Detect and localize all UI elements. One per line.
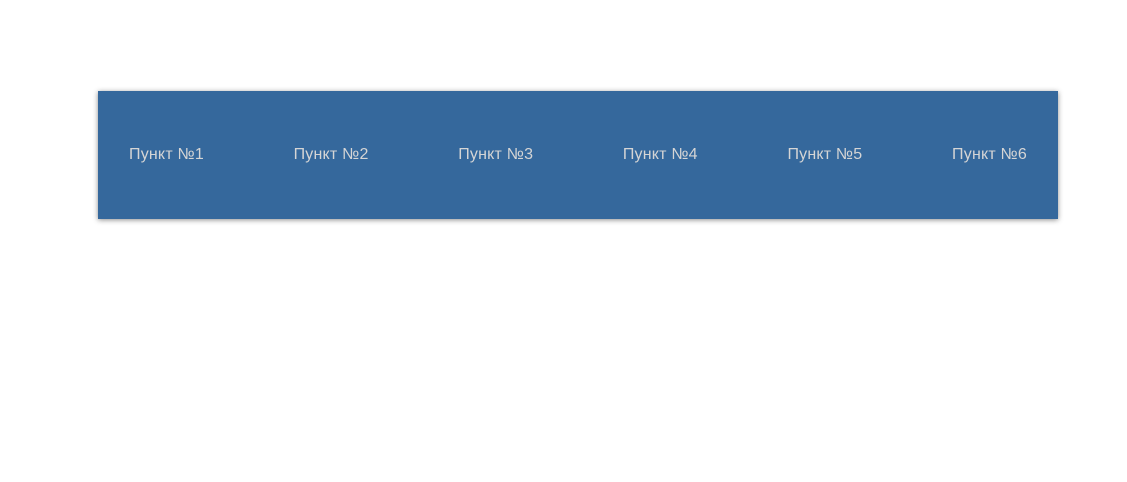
menu-item-3[interactable]: Пункт №3: [458, 146, 534, 163]
menu-list: Пункт №1 Пункт №2 Пункт №3 Пункт №4 Пунк…: [98, 91, 1058, 219]
menu-item-4[interactable]: Пункт №4: [622, 146, 698, 163]
menu-item-5[interactable]: Пункт №5: [787, 146, 863, 163]
menu-item: Пункт №6: [952, 147, 1027, 163]
navigation-bar: Пункт №1 Пункт №2 Пункт №3 Пункт №4 Пунк…: [98, 91, 1058, 219]
menu-item-2[interactable]: Пункт №2: [293, 146, 369, 163]
menu-item-1[interactable]: Пункт №1: [129, 146, 204, 163]
menu-item-6[interactable]: Пункт №6: [952, 146, 1027, 163]
menu-item: Пункт №3: [458, 147, 533, 163]
menu-item: Пункт №5: [787, 147, 862, 163]
menu-item: Пункт №2: [294, 147, 369, 163]
menu-item: Пункт №1: [129, 147, 204, 163]
menu-item: Пункт №4: [623, 147, 698, 163]
